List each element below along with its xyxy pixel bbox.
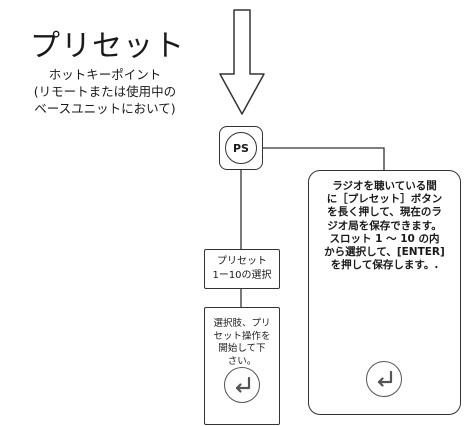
- step-start-preset-line-2: セット操作を: [213, 330, 271, 342]
- step-start-preset-line-4: さい。: [227, 355, 257, 367]
- ps-button-label: PS: [225, 132, 257, 164]
- step-select-preset-line-1: プリセット: [217, 256, 267, 267]
- step-select-preset: プリセット 1ー10の選択: [204, 249, 280, 289]
- info-line-6: から選択して、[ENTER]: [324, 246, 445, 259]
- connector-ps-info: [263, 147, 385, 170]
- down-arrow-icon: [219, 9, 265, 115]
- step-select-preset-line-2: 1ー10の選択: [212, 270, 272, 281]
- info-line-7: を押して保存します。.: [330, 259, 439, 272]
- info-panel: ラジオを聴いている間 に［プレセット］ボタン を長く押して、現在のラ ジオ局を保…: [308, 170, 461, 415]
- step-start-preset-line-1: 選択肢、プリ: [213, 318, 271, 329]
- subtitle: ホットキーポイント (リモートまたは使用中の ベースユニットにおいて): [10, 66, 200, 117]
- enter-icon[interactable]: [224, 367, 260, 403]
- info-line-5: スロット 1 ～ 10 の内: [329, 232, 440, 245]
- info-line-2: に［プレセット］ボタン: [326, 193, 443, 206]
- info-line-4: ジオ局を保存できます。: [327, 219, 442, 232]
- enter-icon[interactable]: [366, 361, 402, 397]
- info-line-3: を長く押して、現在のラ: [327, 206, 442, 219]
- page-title: プリセット: [30, 29, 185, 64]
- step-start-preset: 選択肢、プリ セット操作を 開始して下 さい。: [204, 307, 280, 425]
- step-start-preset-line-3: 開始して下: [218, 343, 266, 354]
- subtitle-line-3: ベースユニットにおいて): [34, 101, 176, 116]
- subtitle-line-1: ホットキーポイント: [48, 67, 162, 82]
- ps-button[interactable]: PS: [219, 126, 263, 170]
- info-line-1: ラジオを聴いている間: [332, 180, 437, 192]
- subtitle-line-2: (リモートまたは使用中の: [33, 84, 177, 99]
